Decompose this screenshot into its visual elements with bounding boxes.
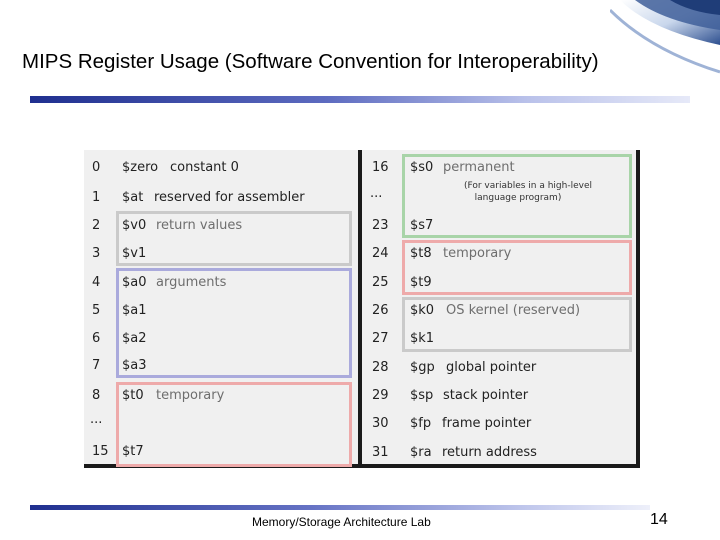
reg-name-k1: $k1	[410, 331, 435, 346]
reg-desc-k0: OS kernel (reserved)	[446, 303, 581, 318]
reg-num-30: 30	[372, 416, 389, 431]
reg-num-24: 24	[372, 246, 389, 261]
reg-name-t9: $t9	[410, 275, 432, 290]
reg-desc-a0: arguments	[156, 275, 227, 290]
reg-num-8: 8	[92, 388, 101, 403]
reg-ellipsis-left: ...	[90, 412, 103, 427]
a-registers-group-box	[116, 268, 352, 378]
reg-num-15: 15	[92, 444, 109, 459]
reg-desc-zero: constant 0	[170, 160, 239, 175]
reg-num-2: 2	[92, 218, 101, 233]
reg-num-23: 23	[372, 218, 389, 233]
reg-desc-sp: stack pointer	[443, 388, 529, 403]
reg-name-gp: $gp	[410, 360, 435, 375]
reg-num-0: 0	[92, 160, 101, 175]
reg-num-26: 26	[372, 303, 389, 318]
reg-name-t8: $t8	[410, 246, 432, 261]
title-underline-bar	[30, 96, 690, 103]
reg-num-27: 27	[372, 331, 389, 346]
k-registers-group-box	[402, 297, 632, 352]
v-registers-group-box	[116, 211, 352, 266]
reg-name-v1: $v1	[122, 246, 147, 261]
footer-bar	[30, 505, 650, 510]
reg-name-a1: $a1	[122, 303, 147, 318]
footer-lab-name: Memory/Storage Architecture Lab	[252, 515, 431, 529]
reg-num-7: 7	[92, 358, 101, 373]
reg-num-4: 4	[92, 275, 101, 290]
reg-name-k0: $k0	[410, 303, 435, 318]
reg-num-29: 29	[372, 388, 389, 403]
reg-ellipsis-right: ...	[370, 186, 383, 201]
reg-num-16: 16	[372, 160, 389, 175]
reg-desc-fp: frame pointer	[442, 416, 532, 431]
reg-name-t7: $t7	[122, 444, 144, 459]
reg-name-t0: $t0	[122, 388, 144, 403]
reg-num-31: 31	[372, 445, 389, 460]
reg-name-a2: $a2	[122, 331, 147, 346]
reg-desc-t8: temporary	[443, 246, 512, 261]
page-number: 14	[650, 511, 668, 528]
reg-num-25: 25	[372, 275, 389, 290]
reg-num-6: 6	[92, 331, 101, 346]
reg-name-a3: $a3	[122, 358, 147, 373]
s-registers-note-line1: (For variables in a high-level	[463, 181, 592, 191]
reg-name-a0: $a0	[122, 275, 147, 290]
reg-desc-t0: temporary	[156, 388, 225, 403]
register-table	[84, 150, 640, 468]
reg-name-sp: $sp	[410, 388, 434, 403]
reg-desc-gp: global pointer	[446, 360, 537, 375]
reg-name-ra: $ra	[410, 445, 432, 460]
t-registers-group-box	[116, 382, 352, 467]
corner-swoosh-decoration	[610, 0, 720, 74]
reg-name-zero: $zero	[122, 160, 159, 175]
reg-name-v0: $v0	[122, 218, 147, 233]
slide-title: MIPS Register Usage (Software Convention…	[22, 50, 599, 73]
reg-desc-s0: permanent	[443, 160, 515, 175]
reg-num-3: 3	[92, 246, 101, 261]
s-registers-note-line2: language program)	[474, 193, 562, 203]
table-column-divider	[358, 150, 362, 466]
reg-num-5: 5	[92, 303, 101, 318]
reg-desc-at: reserved for assembler	[154, 190, 305, 205]
t8-t9-group-box	[402, 240, 632, 295]
reg-name-at: $at	[122, 190, 144, 205]
s-registers-group-box	[402, 154, 632, 238]
reg-name-s7: $s7	[410, 218, 434, 233]
reg-name-s0: $s0	[410, 160, 434, 175]
reg-num-28: 28	[372, 360, 389, 375]
reg-desc-ra: return address	[442, 445, 537, 460]
reg-desc-v0: return values	[156, 218, 243, 233]
reg-num-1: 1	[92, 190, 101, 205]
reg-name-fp: $fp	[410, 416, 432, 431]
